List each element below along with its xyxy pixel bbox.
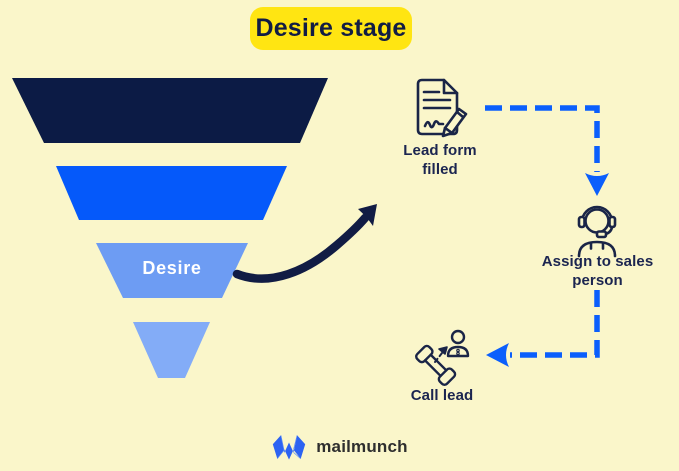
funnel-stage-label: Desire — [142, 258, 202, 278]
page-title: Desire stage — [255, 14, 407, 42]
step-label-call-lead: Call lead — [410, 387, 474, 404]
funnel-diagram — [12, 78, 328, 378]
curved-arrow-shaft — [232, 213, 370, 283]
phone-call-icon — [415, 329, 470, 386]
dashed-line — [485, 105, 600, 172]
headset-agent-icon — [577, 205, 617, 258]
curved-arrowhead — [358, 204, 377, 226]
step-label-lead-form: Lead form filled — [403, 142, 477, 178]
title-badge: Desire stage — [250, 7, 412, 50]
down-arrowhead-icon — [585, 173, 609, 196]
connector-form-to-assign — [485, 105, 609, 196]
mailmunch-m-icon — [273, 435, 306, 460]
brand-name: mailmunch — [316, 437, 408, 456]
funnel-stage-3 — [96, 243, 248, 298]
document-icon — [416, 78, 468, 138]
curved-arrow — [232, 204, 377, 283]
call-icon — [415, 329, 470, 386]
logo-facets — [277, 435, 302, 459]
connector-assign-to-call — [486, 290, 600, 367]
lead-form-document-icon — [416, 78, 468, 138]
funnel-stage-2 — [56, 166, 287, 220]
step-label-assign: Assign to sales person — [541, 253, 654, 289]
funnel-stage-1 — [12, 78, 328, 143]
funnel-stage-4 — [133, 322, 210, 378]
left-arrowhead-icon — [486, 343, 509, 367]
mailmunch-m-shape — [273, 435, 306, 460]
dashed-line — [510, 290, 600, 358]
agent-icon — [577, 205, 617, 258]
brand-footer: mailmunch — [0, 429, 679, 465]
